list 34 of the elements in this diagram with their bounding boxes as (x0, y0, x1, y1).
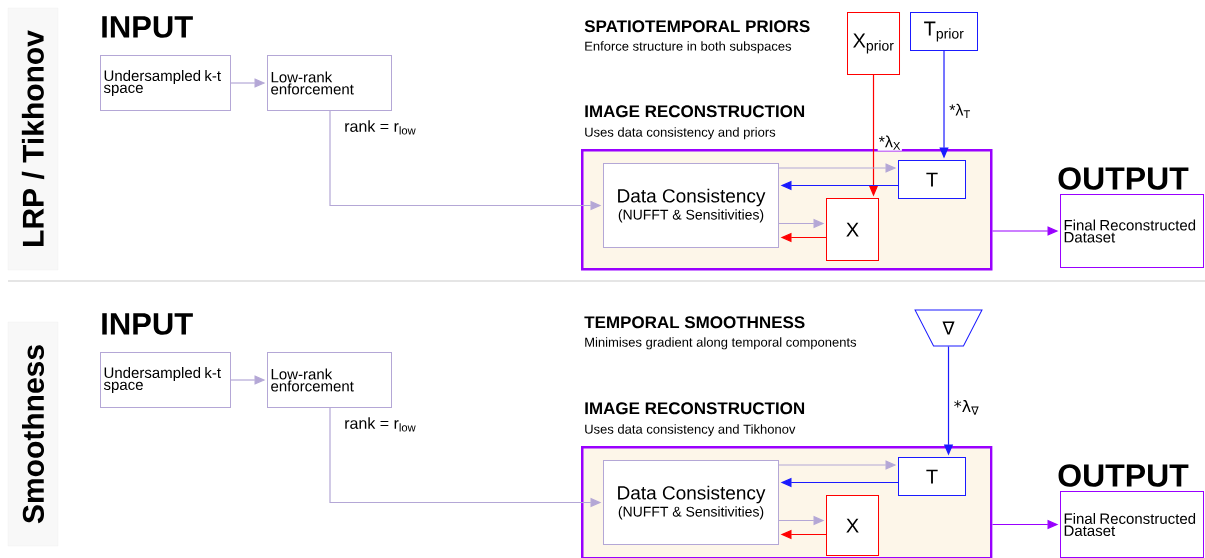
operator-box: T (898, 457, 966, 496)
operator-box: T (898, 160, 966, 199)
section-heading: IMAGE RECONSTRUCTION (585, 402, 805, 415)
process-box: Low-rank enforcement (267, 352, 392, 408)
section-heading: SPATIOTEMPORAL PRIORS (584, 20, 810, 33)
edge-label: rank = r$_{low}$ (343, 119, 418, 136)
data-consistency-box: Data Consistency (NUFFT & Sensitivities) (603, 460, 779, 545)
prior-box: X$_{prior}$ (847, 12, 900, 75)
section-subtitle: Minimises gradient along temporal components (585, 337, 857, 350)
panel-label: Smoothness (7, 321, 59, 547)
prior-box: T$_{prior}$ (910, 12, 978, 51)
edge-label: *λ$_{T}$ (948, 102, 972, 120)
process-box: Undersampled k-t space (100, 352, 231, 408)
edge-label: *λ$_{X}$ (877, 134, 902, 151)
output-box: Final Reconstructed Dataset (1060, 194, 1204, 268)
section-heading: OUTPUT (1058, 167, 1189, 190)
section-subtitle: Uses data consistency and Tikhonov (585, 424, 796, 437)
operator-box: X (826, 198, 879, 261)
edge-label: rank = r$_{low}$ (343, 416, 418, 433)
output-box: Final Reconstructed Dataset (1060, 491, 1204, 558)
operator-box: X (826, 495, 879, 556)
section-heading: OUTPUT (1058, 464, 1189, 487)
panel-label: LRP / Tikhonov (7, 7, 59, 271)
process-box: Low-rank enforcement (267, 55, 392, 111)
section-heading: INPUT (102, 313, 193, 335)
section-heading: IMAGE RECONSTRUCTION (585, 105, 805, 118)
process-box: Undersampled k-t space (100, 55, 231, 111)
section-subtitle: Uses data consistency and priors (585, 127, 776, 140)
edge-label: *λ$_{∇}$ (952, 398, 981, 416)
gradient-trapezoid: ∇ (914, 309, 983, 347)
data-consistency-box: Data Consistency (NUFFT & Sensitivities) (603, 163, 779, 248)
section-subtitle: Enforce structure in both subspaces (585, 41, 792, 54)
section-heading: TEMPORAL SMOOTHNESS (584, 316, 805, 329)
section-heading: INPUT (102, 16, 193, 38)
